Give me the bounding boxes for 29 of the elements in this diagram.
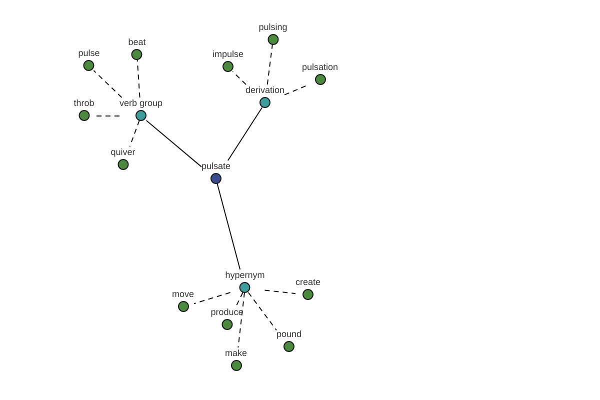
node-label: derivation [245, 84, 285, 94]
node-label: verb group [119, 98, 163, 108]
node-label: create [296, 276, 320, 286]
node-label: hypernym [225, 270, 265, 280]
connector-line [93, 70, 122, 98]
connector-line [248, 292, 277, 331]
node-label: pulse [78, 48, 100, 58]
node-label: make [225, 348, 247, 358]
connector-line [216, 183, 241, 270]
node-label: move [172, 288, 194, 298]
connector-line [238, 292, 245, 348]
node-label: beat [128, 36, 146, 46]
node-label: quiver [110, 146, 136, 156]
connector-line [146, 120, 202, 168]
connector-line [136, 59, 140, 98]
connector-line [232, 71, 246, 85]
connector-line [264, 290, 296, 294]
connector-line [227, 107, 263, 161]
connector-line [236, 292, 244, 307]
node-label: pulsing [258, 22, 288, 32]
node-label: impulse [212, 48, 244, 58]
node-label: pound [276, 328, 302, 338]
connector-line [194, 292, 231, 304]
node-label: pulsation [302, 62, 338, 72]
node-label: pulsate [201, 160, 231, 170]
node-label: throb [74, 98, 94, 108]
connector-line [129, 120, 140, 147]
node-label: produce [210, 306, 244, 316]
connector-line [266, 44, 273, 85]
